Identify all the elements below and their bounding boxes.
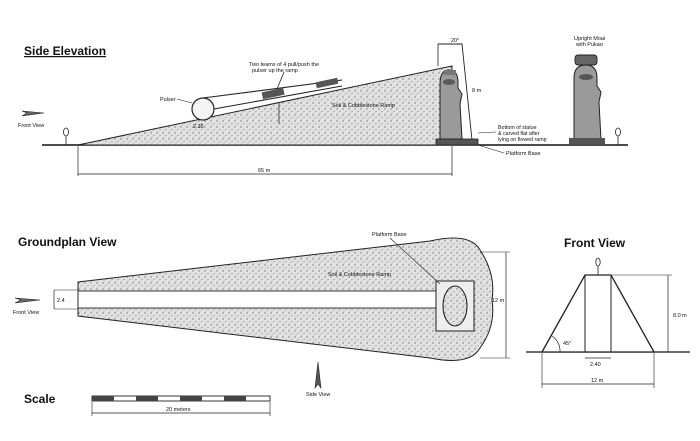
groundplan-heading: Groundplan View [18, 235, 117, 249]
team-pullers-1 [261, 87, 285, 100]
pulser-wheel [191, 97, 215, 121]
side-height: 8 m [472, 88, 482, 94]
beams-note-2: pulser up the ramp [252, 68, 298, 74]
side-ramp [77, 65, 453, 146]
bottom-note-1: Bottom of statue [498, 125, 537, 131]
upright-moai-figure [569, 54, 605, 144]
front-angle-arc [551, 335, 561, 353]
beams-leader [276, 71, 285, 90]
side-platform-base [435, 138, 479, 146]
front-view-arrow-icon [14, 297, 41, 304]
tree-icon [63, 127, 69, 145]
side-view-label: Side View [306, 392, 330, 398]
lying-moai-figure [439, 69, 463, 140]
ground-width-small: 2.4 [57, 298, 65, 304]
pulser-label: Pulser [160, 97, 176, 103]
side-length: 65 m [258, 168, 271, 174]
ground-platform-label: Platform Base [372, 232, 407, 238]
ground-front-view-label: Front View [13, 310, 39, 316]
front-height: 8.0 m [673, 313, 687, 319]
front-view-arrow-icon [21, 110, 45, 117]
pulser-dim: 2.35 [193, 124, 204, 130]
side-angle: 20° [451, 38, 459, 44]
side-ramp-label: Soil & Cobblestone Ramp [332, 103, 395, 109]
scale-label: 20 meters [166, 407, 191, 413]
upright-label-1: Upright Moai [574, 36, 605, 42]
ground-ramp-label: Soil & Cobblestone Ramp [328, 272, 391, 278]
tree-icon [615, 127, 621, 145]
upright-label-2: with Pukao [575, 42, 603, 48]
pulser-leader [176, 98, 193, 104]
front-angle: 45° [563, 341, 571, 347]
front-top-width: 2.40 [590, 362, 601, 368]
front-view-heading: Front View [564, 236, 626, 250]
side-elevation-heading: Side Elevation [24, 44, 106, 58]
bottom-leader [477, 131, 497, 134]
scale-heading: Scale [24, 392, 56, 406]
platform-leader [477, 144, 505, 154]
scale-bar [91, 395, 271, 402]
rope-bottom [213, 85, 343, 110]
bottom-note-3: lying on flowed ramp [498, 137, 547, 143]
side-view-arrow-icon [314, 361, 322, 390]
side-front-view-label: Front View [18, 123, 44, 129]
groundplan-track [77, 290, 439, 309]
beams-note-1: Two teams of 4 pull/push the [249, 62, 319, 68]
groundplan-statue-base [442, 285, 468, 327]
ground-platform-leader [389, 237, 441, 285]
front-base-width: 12 m [591, 378, 604, 384]
bottom-note-2: & carved flat after [498, 131, 540, 137]
team-pullers-2 [315, 77, 339, 89]
tree-icon [595, 257, 601, 275]
tilt-frame [438, 43, 473, 141]
side-platform-label: Platform Base [506, 151, 541, 157]
front-trapezoid [540, 274, 656, 353]
ground-width-big: 12 m [492, 298, 505, 304]
